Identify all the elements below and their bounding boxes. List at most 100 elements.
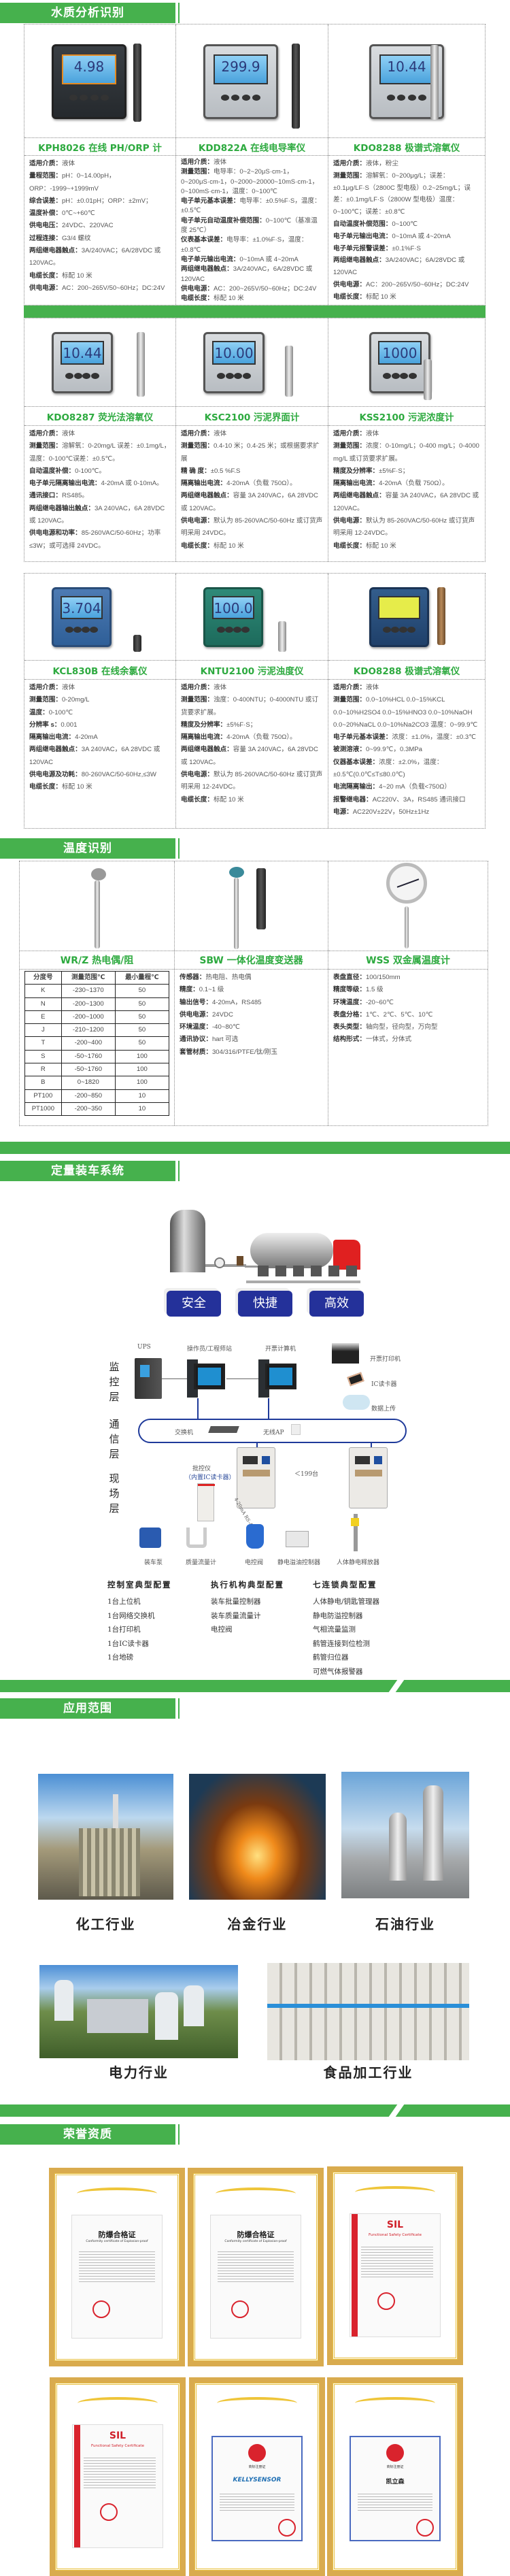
spec-line: 自动温度补偿：0-100℃。 — [29, 465, 171, 478]
table-cell: -230~1370 — [61, 984, 116, 998]
table-cell: S — [24, 1049, 62, 1064]
spec-value: 0-100℃ — [48, 708, 73, 716]
product-title: KDO8288 极谱式溶氧仪 — [328, 661, 485, 680]
table-cell: -50~1760 — [61, 1063, 116, 1077]
table-cell: J — [24, 1023, 62, 1038]
spec-line: 测量范围：浓度：0-10mg/L；0-400 mg/L；0-4000 mg/L … — [333, 440, 481, 465]
spec-value: AC220V±22V，50Hz±1Hz — [352, 808, 430, 816]
device-screen: 10.44 — [379, 54, 434, 84]
spec-label: 环境温度： — [333, 998, 366, 1006]
spec-value: 100/150mm — [365, 974, 401, 981]
spec-value: 4-20mA（负载 750Ω）。 — [379, 480, 449, 488]
industry-label-food: 食品加工行业 — [323, 2064, 413, 2081]
device-screen: 10.44 — [61, 341, 104, 365]
sensor-probe-icon — [137, 332, 145, 397]
config-title: 控制室典型配置 — [107, 1580, 172, 1589]
spec-line: 电流隔离输出：4~20 mA（负载<750Ω） — [333, 781, 481, 793]
industry-image-metallurgy — [189, 1774, 326, 1900]
flow-meter-icon — [186, 1528, 207, 1548]
product-card: 3.704 KCL830B 在线余氯仪 适用介质：液体测量范围：0-20mg/L… — [24, 574, 176, 828]
truck-wheels — [255, 1266, 357, 1276]
spec-line: 测量范围：0.0~10%HCL 0.0~15%KCL 0.0~10%H2SO4 … — [333, 694, 481, 731]
device-label: 质量流量计 — [186, 1559, 217, 1566]
spec-line: 适用介质：液体 — [181, 158, 324, 167]
spec-line: 电缆长度：标配 10 米 — [333, 540, 481, 552]
spec-value: 标配 10 米 — [213, 795, 244, 804]
spec-label: 综合误差： — [29, 197, 62, 205]
spec-value: 4-20mA 或 0-10mA。 — [101, 480, 163, 488]
spec-value: 0.001 — [61, 721, 78, 729]
product-title: KPH8026 在线 PH/ORP 计 — [24, 138, 175, 156]
spec-label: 供电电源： — [181, 517, 214, 525]
product-card: KDO8288 极谱式溶氧仪 适用介质：液体测量范围：0.0~10%HCL 0.… — [328, 574, 485, 828]
spec-value: 3A 240VAC，6A 28VDC 或 120VAC — [29, 746, 160, 766]
transmitter-head-icon — [229, 867, 244, 878]
ups-icon — [135, 1358, 162, 1399]
spec-line: 过程连接：G3/4 螺纹 — [29, 233, 171, 245]
spec-line: 精度及分辨率：±5%F·S； — [181, 719, 324, 731]
spec-line: 适用介质：液体 — [29, 428, 171, 440]
spec-line: 电子单元基本误差：浓度：±1.0%，温度：±0.3℃ — [333, 731, 481, 744]
spec-line: 电缆长度：标配 10 米 — [333, 291, 481, 303]
layer-field: 现场层 — [109, 1472, 120, 1515]
table-cell: 0~1820 — [61, 1076, 116, 1090]
spec-value: 液体 — [61, 684, 75, 691]
spec-line: 适用介质：液体 — [29, 682, 171, 694]
spec-label: 量程范围： — [29, 172, 62, 180]
product-title: KNTU2100 污泥浊度仪 — [176, 661, 328, 680]
sensor-probe-icon — [133, 635, 141, 652]
device-screen: 100.0 — [211, 595, 255, 620]
divider-stripe — [0, 2103, 510, 2118]
label-ic-reader: IC读卡器 — [371, 1381, 397, 1388]
config-item: 1台打印机 — [107, 1625, 141, 1634]
spec-line: 电子单元报警误差：±0.1%F·S — [333, 243, 481, 255]
product-specs: 适用介质：液体测量范围：浊度：0-400NTU；0-4000NTU 或订货要求扩… — [176, 680, 328, 828]
spec-value: 0.1~1 级 — [199, 986, 224, 994]
product-image: 3.704 — [24, 574, 175, 661]
spec-value: 液体 — [213, 430, 227, 437]
table-header: 最小量程℃ — [114, 970, 170, 985]
device-label: 电控阀 — [245, 1559, 264, 1566]
config-item: 鹤管归位器 — [313, 1653, 349, 1662]
spec-value: 0-20mg/L — [61, 696, 90, 704]
spec-label: 供电电源： — [180, 1010, 212, 1019]
table-cell: N — [24, 997, 62, 1011]
spec-value: 默认为 85-260VAC/50-60Hz 或订货声明采用 24VDC。 — [181, 517, 323, 538]
spec-value: 0℃~+60℃ — [61, 210, 95, 218]
spec-value: 浓度：±2.0%，温度：±0.5℃(0.0℃≤T≤80.0℃) — [333, 758, 443, 779]
spec-label: 测量范围： — [333, 171, 366, 180]
sensor-probe-icon — [292, 44, 300, 129]
industry-image-petroleum — [341, 1772, 469, 1898]
product-image: 10.44 — [24, 318, 175, 407]
product-title: KSS2100 污泥浓度计 — [328, 407, 485, 426]
certificate-title: SIL — [386, 2219, 404, 2230]
spec-value: 标配 10 米 — [365, 542, 396, 550]
spec-value: pH：0~14.00pH，ORP：-1999~+1999mV — [29, 172, 116, 193]
spec-label: 供电电源及功耗： — [29, 771, 82, 779]
industry-label-metallurgy: 冶金行业 — [227, 1916, 288, 1932]
spec-line: 隔离输出电流：4-20mA — [29, 731, 171, 744]
spec-label: 适用介质： — [333, 430, 366, 437]
device-screen: 1000 — [378, 341, 422, 365]
spec-label: 两组继电器触点： — [29, 746, 82, 754]
layer-monitor: 监控层 — [109, 1361, 120, 1403]
spec-line: 分辨率 s：0.001 — [29, 719, 171, 731]
spec-value: AC220V、3A，RS485 通讯接口 — [372, 795, 466, 804]
product-specs: 适用介质：液体，粉尘测量范围：溶解氧：0~200μg/L；误差：±0.1μg/L… — [328, 156, 485, 305]
spec-label: 适用介质： — [181, 430, 214, 437]
spec-line: 精 确 度：±0.5 %F.S — [181, 465, 324, 478]
badge-efficient: 高效 — [309, 1291, 364, 1317]
spec-label: 表盘分格： — [333, 1010, 366, 1019]
spec-label: 两组继电器触点： — [181, 746, 233, 754]
industry-image-power — [39, 1965, 238, 2058]
spec-label: 分辨率 s： — [29, 721, 61, 729]
spec-line: 供电电源：AC：200~265V/50~60Hz；DC:24V — [333, 279, 481, 291]
spec-value: 4-20mA（负载 750Ω）。 — [226, 480, 296, 488]
seal-icon — [231, 2300, 249, 2318]
